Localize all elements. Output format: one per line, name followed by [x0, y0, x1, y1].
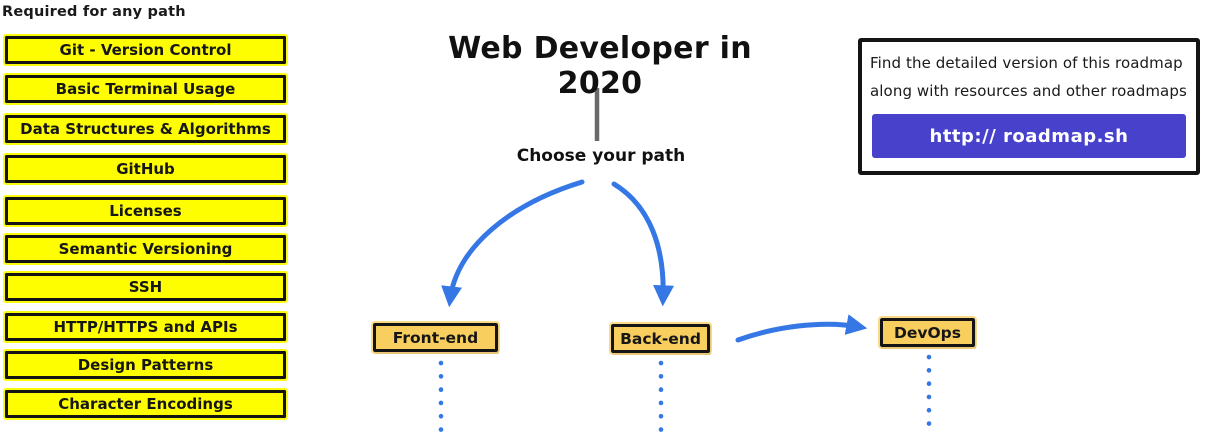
required-topic-github[interactable]: GitHub [3, 153, 288, 185]
arrow-choose-to-frontend [441, 179, 585, 308]
page-title: Web Developer in 2020 [448, 31, 752, 101]
roadmap-link-button[interactable]: http:// roadmap.sh [872, 114, 1186, 158]
required-topic-character-encodings[interactable]: Character Encodings [3, 388, 288, 420]
required-topic-terminal[interactable]: Basic Terminal Usage [3, 73, 288, 105]
arrow-choose-to-backend [611, 181, 675, 307]
node-back-end[interactable]: Back-end [609, 322, 712, 355]
required-topic-design-patterns[interactable]: Design Patterns [3, 349, 288, 381]
required-topic-data-structures[interactable]: Data Structures & Algorithms [3, 113, 288, 145]
required-topic-licenses[interactable]: Licenses [3, 195, 288, 227]
info-box: Find the detailed version of this roadma… [858, 38, 1200, 175]
info-text-line1: Find the detailed version of this roadma… [870, 54, 1183, 72]
required-topic-http-apis[interactable]: HTTP/HTTPS and APIs [3, 311, 288, 343]
required-topic-ssh[interactable]: SSH [3, 271, 288, 303]
choose-path-label: Choose your path [516, 146, 686, 166]
node-devops[interactable]: DevOps [878, 316, 977, 349]
required-topic-semver[interactable]: Semantic Versioning [3, 233, 288, 265]
required-topic-git[interactable]: Git - Version Control [3, 34, 288, 66]
sidebar-heading: Required for any path [2, 4, 186, 20]
arrow-backend-to-devops [735, 314, 868, 343]
info-text-line2: along with resources and other roadmaps [870, 82, 1187, 100]
node-front-end[interactable]: Front-end [371, 321, 500, 354]
